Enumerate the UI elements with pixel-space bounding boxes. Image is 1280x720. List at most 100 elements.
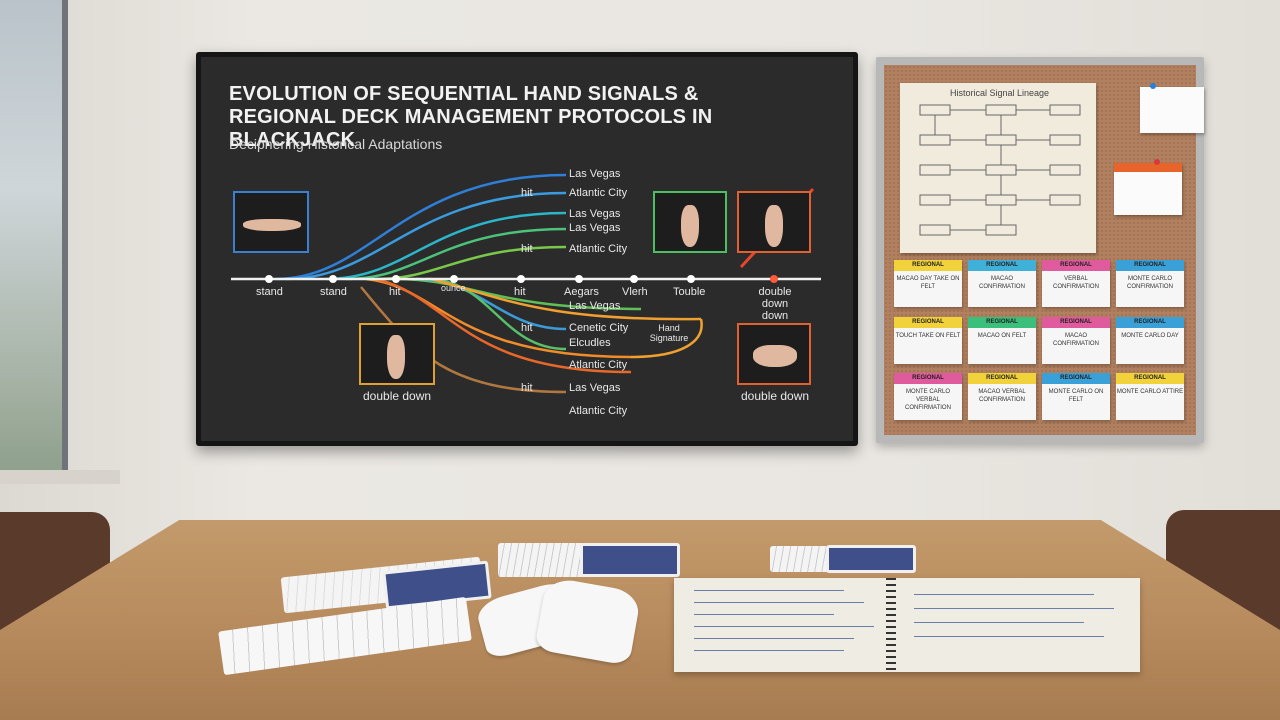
- sticky-note: REGIONAL PROTOCOLS MONTE CARLO CONFIRMATI…: [1116, 260, 1184, 307]
- timeline-label: Aegars: [564, 286, 599, 298]
- caption-double-down-left: double down: [363, 389, 432, 403]
- branch-label: Las Vegas: [569, 300, 621, 312]
- hand-photo-crossed: [737, 191, 811, 253]
- branch-label: Las Vegas: [569, 222, 621, 234]
- sticky-note-text: MACAO CONFIRMATION: [1053, 333, 1099, 347]
- sticky-note: REGIONAL PROTOCOLS MONTE CARLO ON FELT: [1042, 373, 1110, 420]
- sticky-note: REGIONAL PROTOCOLS TOUCH TAKE ON FELT: [894, 317, 962, 364]
- memo-note: [1140, 87, 1204, 133]
- sticky-note-text: MONTE CARLO ON FELT: [1048, 389, 1104, 403]
- branch-line: [430, 277, 702, 321]
- hand-photo-double-down-left: [359, 323, 435, 385]
- branch-line: [375, 245, 567, 281]
- sticky-note-tab: REGIONAL PROTOCOLS: [1116, 260, 1184, 271]
- branch-label: Atlantic City: [569, 187, 628, 199]
- sticky-note-text: MACAO VERBAL CONFIRMATION: [978, 389, 1026, 403]
- tv-title-line1: EVOLUTION OF SEQUENTIAL HAND SIGNALS &: [229, 83, 699, 105]
- timeline-label: stand: [320, 286, 347, 298]
- sticky-note-tab: REGIONAL PROTOCOLS: [1042, 317, 1110, 328]
- sticky-note: REGIONAL PROTOCOLS MONTE CARLO DAY: [1116, 317, 1184, 364]
- sticky-note-tab: REGIONAL PROTOCOLS: [894, 317, 962, 328]
- open-notebook: [674, 578, 1140, 672]
- sticky-note-text: MACAO CONFIRMATION: [979, 276, 1025, 290]
- branch-label: Las Vegas: [569, 168, 621, 180]
- sticky-note-tab: REGIONAL PROTOCOLS: [968, 317, 1036, 328]
- hand-photo-stand: [233, 191, 309, 253]
- timeline-node: [687, 275, 695, 283]
- sticky-note-text: VERBAL CONFIRMATION: [1053, 276, 1099, 290]
- branch-label: Atlantic City: [569, 359, 628, 371]
- branch-label: Las Vegas: [569, 208, 621, 220]
- card-deck: [826, 545, 916, 573]
- sticky-note-tab: REGIONAL PROTOCOLS: [894, 260, 962, 271]
- timeline-label: double down down: [758, 286, 792, 322]
- push-pin: [1150, 83, 1156, 89]
- tv-subtitle: Deciphering Historical Adaptations: [229, 136, 443, 152]
- timeline-node: [575, 275, 583, 283]
- branch-line: [275, 173, 567, 281]
- timeline-node: [770, 275, 778, 283]
- tv-title-line2: REGIONAL DECK MANAGEMENT PROTOCOLS IN BL…: [229, 106, 713, 151]
- sticky-note-text: TOUCH TAKE ON FELT: [895, 333, 961, 339]
- branch-label: hit: [521, 243, 533, 255]
- sticky-note-text: MONTE CARLO ATTIRE: [1116, 389, 1184, 395]
- sticky-note: REGIONAL PROTOCOLS MACAO DAY TAKE ON FELT: [894, 260, 962, 307]
- sticky-note-tab: REGIONAL PROTOCOLS: [894, 373, 962, 384]
- sticky-note-text: MONTE CARLO DAY: [1121, 333, 1179, 339]
- tv-screen: EVOLUTION OF SEQUENTIAL HAND SIGNALS & R…: [201, 57, 853, 441]
- sticky-note-tab: REGIONAL PROTOCOLS: [968, 260, 1036, 271]
- branch-label: Las Vegas: [569, 382, 621, 394]
- tv-title: EVOLUTION OF SEQUENTIAL HAND SIGNALS & R…: [229, 83, 839, 152]
- timeline-node: [265, 275, 273, 283]
- sticky-note-tab: REGIONAL PROTOCOLS: [1042, 373, 1110, 384]
- hand-signature-label: Hand Signature: [649, 323, 689, 343]
- timeline-node: [329, 275, 337, 283]
- card-deck: [580, 543, 680, 577]
- signal-flow-diagram: [231, 173, 821, 394]
- corkboard: Historical Signal Lineage: [876, 57, 1204, 443]
- timeline-node: [450, 275, 458, 283]
- branch-label: Cenetic City: [569, 322, 629, 334]
- timeline-label: ounce: [441, 283, 466, 293]
- timeline-node: [392, 275, 400, 283]
- branch-line: [360, 286, 567, 394]
- window-sill: [0, 470, 120, 484]
- sticky-note: REGIONAL PROTOCOLS MONTE CARLO VERBAL CON…: [894, 373, 962, 420]
- hand-photo-split: [653, 191, 727, 253]
- sticky-note-tab: REGIONAL PROTOCOLS: [968, 373, 1036, 384]
- timeline-label: hit: [389, 286, 401, 298]
- branch-label: hit: [521, 322, 533, 334]
- sticky-note: REGIONAL PROTOCOLS MACAO CONFIRMATION: [1042, 317, 1110, 364]
- sticky-note-text: MACAO DAY TAKE ON FELT: [896, 276, 960, 290]
- wall-tv: EVOLUTION OF SEQUENTIAL HAND SIGNALS & R…: [196, 52, 858, 446]
- caption-double-down-right: double down: [741, 389, 810, 403]
- window: [0, 0, 120, 484]
- sticky-note-tab: REGIONAL PROTOCOLS: [1116, 373, 1184, 384]
- branch-line: [285, 191, 567, 281]
- sticky-note: REGIONAL PROTOCOLS VERBAL CONFIRMATION: [1042, 260, 1110, 307]
- timeline-label: stand: [256, 286, 283, 298]
- sticky-note: REGIONAL PROTOCOLS MACAO CONFIRMATION: [968, 260, 1036, 307]
- hand-photo-double-down-right: [737, 323, 811, 385]
- branch-line: [325, 211, 567, 281]
- branch-label: Elcudles: [569, 337, 611, 349]
- branch-label: Atlantic City: [569, 405, 628, 417]
- lineage-chart-paper: Historical Signal Lineage: [900, 83, 1096, 253]
- sticky-note-text: MONTE CARLO VERBAL CONFIRMATION: [905, 389, 951, 411]
- branch-line: [375, 277, 632, 374]
- branch-label: hit: [521, 382, 533, 394]
- branch-line: [425, 277, 567, 351]
- branch-line: [345, 227, 567, 281]
- sticky-note-text: MONTE CARLO CONFIRMATION: [1127, 276, 1173, 290]
- sticky-note: REGIONAL PROTOCOLS MACAO VERBAL CONFIRMAT…: [968, 373, 1036, 420]
- branch-label: Atlantic City: [569, 243, 628, 255]
- sticky-note-tab: REGIONAL PROTOCOLS: [1042, 260, 1110, 271]
- timeline-node: [517, 275, 525, 283]
- sticky-note-tab: REGIONAL PROTOCOLS: [1116, 317, 1184, 328]
- sticky-note: REGIONAL PROTOCOLSMACAO ON FELT: [968, 317, 1036, 364]
- map-note: [1114, 163, 1182, 215]
- branch-line: [630, 318, 703, 359]
- push-pin: [1154, 159, 1160, 165]
- lineage-title: Historical Signal Lineage: [950, 88, 1050, 98]
- branch-label: hit: [521, 187, 533, 199]
